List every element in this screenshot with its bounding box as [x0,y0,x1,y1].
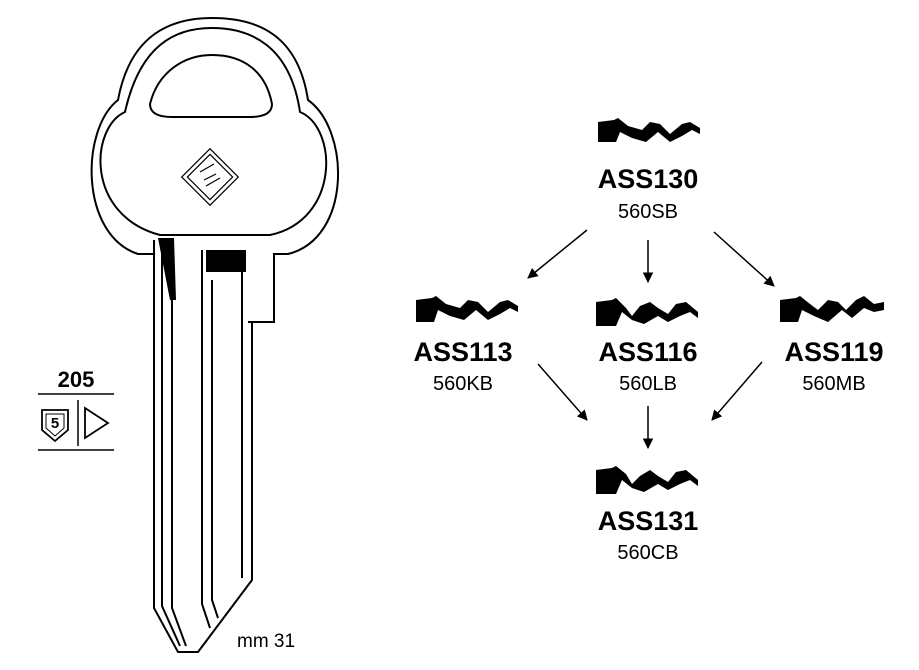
profile-sub-center: 560LB [619,373,677,395]
key-blade-groove [158,238,246,300]
profile-code-left: ASS113 [413,337,513,367]
key-bow-hole [148,53,274,118]
shield-icon [41,409,69,443]
play-triangle-icon [84,406,110,440]
key-profile-icon-right [780,296,884,322]
arrow-top-to-right [713,231,775,287]
arrow-left-to-bottom [537,363,588,421]
key-profile-icon-center [596,298,698,326]
arrows [527,229,775,450]
key-head [90,16,339,323]
profile-code-center: ASS116 [598,337,698,367]
arrow-right-to-bottom [711,361,763,421]
shield-number: 5 [50,415,60,432]
profile-code-top: ASS130 [597,164,699,194]
reference-number: 205 [57,367,95,392]
length-label: mm 31 [237,631,296,652]
key-blade [153,240,253,653]
key-profile-icon-top [598,118,700,142]
key-profile-icon-left [416,296,518,322]
profile-sub-left: 560KB [432,373,494,395]
profile-code-bottom: ASS131 [597,506,699,536]
profile-sub-top: 560SB [617,201,679,223]
arrow-top-to-left [527,229,588,279]
profile-sub-right: 560MB [802,373,866,395]
reference-box [38,393,114,451]
profile-code-right: ASS119 [784,337,884,367]
key-profile-icon-bottom [596,466,698,494]
brand-logo-icon [180,147,240,207]
profile-sub-bottom: 560CB [617,542,679,564]
